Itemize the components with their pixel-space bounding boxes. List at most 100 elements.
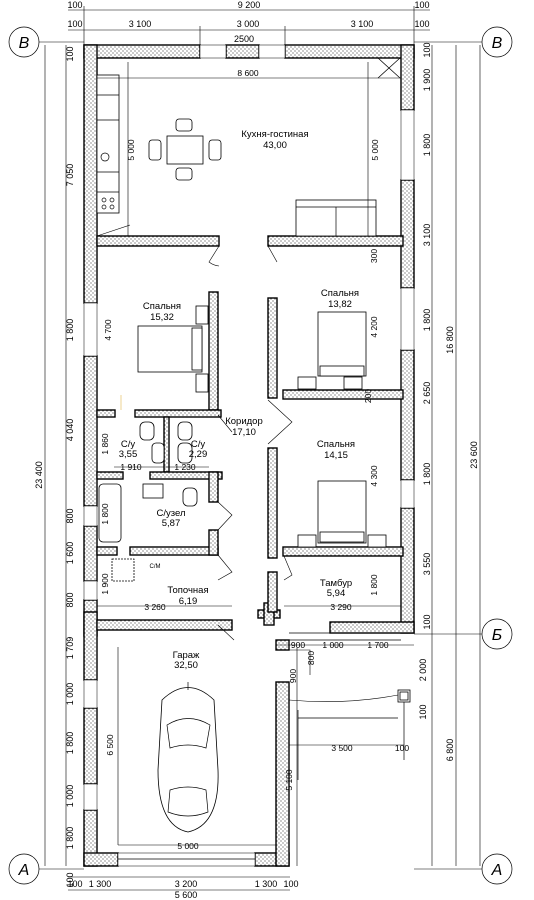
windows (83, 44, 415, 867)
room-wc1-name: С/у (121, 439, 136, 450)
dim-right-r3: 3 100 (422, 224, 432, 247)
dim-right-r8: 100 (422, 614, 432, 629)
dim-kitchen-right: 5 000 (370, 139, 380, 161)
dim-top-seg3: 3 100 (351, 19, 374, 29)
dim-right-total-all: 23 600 (469, 441, 479, 469)
axis-label-bottom-left: А (18, 862, 30, 879)
room-bedroom3-area: 14,15 (324, 450, 348, 461)
dim-bottom-edge-right: 100 (283, 879, 298, 889)
room-wc1-area: 3,55 (119, 449, 138, 460)
door-swings (96, 224, 399, 719)
room-bathroom-name: С/узел (156, 508, 185, 519)
dim-gap-200: 200 (363, 389, 373, 403)
inner-dimensions: 8 600 5 000 5 000 300 4 700 4 200 200 4 … (100, 68, 409, 851)
dim-right-r10: 100 (418, 704, 428, 719)
dim-left-total: 23 400 (34, 461, 44, 489)
dim-right-r7: 3 550 (422, 553, 432, 576)
axis-label-bottom-right: А (491, 862, 503, 879)
axis-markers: В В Б А А (8, 26, 513, 885)
kitchen-furniture (96, 57, 401, 237)
dim-left-s8: 1 000 (65, 683, 75, 706)
room-vestibule-name: Тамбур (320, 578, 352, 589)
axis-label-top-left: В (19, 35, 30, 52)
dim-gap-300: 300 (369, 249, 379, 263)
axis-label-top-right: В (492, 35, 503, 52)
dim-garage-right: 5 100 (284, 769, 294, 791)
dim-porch-900b: 900 (288, 669, 298, 683)
room-wc2-area: 2,29 (189, 449, 208, 460)
beds (137, 305, 387, 548)
dim-left-s11: 1 800 (65, 827, 75, 850)
dim-left-s9: 1 800 (65, 732, 75, 755)
room-corridor-name: Коридор (225, 416, 263, 427)
dim-left-s5: 1 600 (65, 542, 75, 565)
left-dimensions: 100 7 050 1 800 4 040 800 1 600 800 1 70… (34, 46, 75, 887)
bottom-dimensions: 100 1 300 3 200 1 300 100 5 600 (67, 879, 298, 900)
dim-bath-height: 1 800 (100, 503, 110, 525)
dim-bedroom2-height: 4 200 (369, 316, 379, 338)
dim-right-r9: 2 000 (418, 659, 428, 682)
room-kitchen-area: 43,00 (263, 140, 287, 151)
dim-bottom-seg2: 3 200 (175, 879, 198, 889)
axis-label-mid-right: Б (492, 627, 502, 644)
dim-bedroom3-height: 4 300 (369, 465, 379, 487)
dim-left-s1: 7 050 (65, 164, 75, 187)
room-bedroom2-area: 13,82 (328, 299, 352, 310)
dim-kitchen-left: 5 000 (126, 139, 136, 161)
dim-top-edge-left-2: 100 (67, 19, 82, 29)
dim-porch-1000: 1 000 (322, 640, 344, 650)
dim-boiler-height: 1 900 (100, 573, 110, 595)
dim-right-r1: 1 900 (422, 69, 432, 92)
dim-left-s3: 4 040 (65, 419, 75, 442)
dim-bottom-edge-left: 100 (67, 879, 82, 889)
dim-porch-900a: 900 (291, 640, 305, 650)
dim-right-total-lower: 6 800 (445, 739, 455, 762)
dim-top-total: 9 200 (238, 0, 261, 10)
dim-top-seg2: 3 000 (237, 19, 260, 29)
room-boiler-name: Топочная (167, 585, 208, 596)
bathroom-fixtures (98, 421, 198, 582)
room-garage-area: 32,50 (174, 660, 198, 671)
dim-left-s7: 1 709 (65, 637, 75, 660)
room-wc2-name: С/у (191, 439, 206, 450)
dim-right-top-edge: 100 (422, 42, 432, 57)
top-dimensions: 9 200 100 100 3 100 3 000 3 100 100 100 … (67, 0, 429, 44)
dim-right-r4: 1 800 (422, 309, 432, 332)
dim-right-r2: 1 800 (422, 134, 432, 157)
room-kitchen-name: Кухня-гостиная (241, 129, 308, 140)
dim-garage-height: 6 500 (105, 734, 115, 756)
boiler-appliance-tag: С/М (150, 564, 161, 570)
room-corridor-area: 17,10 (232, 427, 256, 438)
interior-walls (96, 235, 404, 651)
dim-bottom-seg1: 1 300 (89, 879, 112, 889)
dim-porch-3500: 3 500 (331, 743, 353, 753)
dim-left-bottom-edge: 100 (65, 872, 75, 887)
dim-garage-width: 5 000 (177, 841, 199, 851)
dim-bedroom1-height: 4 700 (103, 319, 113, 341)
dim-wc1-height: 1 860 (100, 433, 110, 455)
dim-top-seg1: 3 100 (129, 19, 152, 29)
dim-wc-width-1: 1 910 (120, 462, 142, 472)
dim-right-total-upper: 16 800 (445, 326, 455, 354)
room-vestibule-area: 5,94 (327, 588, 346, 599)
dimension-lines (44, 6, 481, 891)
dim-right-r6: 1 800 (422, 463, 432, 486)
room-bedroom2-name: Спальня (321, 288, 359, 299)
dim-top-edge-right: 100 (414, 0, 429, 10)
dim-top-edge-left: 100 (67, 0, 82, 10)
dim-left-s4: 800 (65, 508, 75, 523)
dim-vestibule-height: 1 800 (369, 574, 379, 596)
dim-boiler-width: 3 260 (144, 602, 166, 612)
room-garage-name: Гараж (173, 650, 200, 661)
room-labels: Кухня-гостиная 43,00 Спальня 15,32 Спаль… (119, 129, 359, 671)
dim-left-s2: 1 800 (65, 319, 75, 342)
dim-vestibule-width: 3 290 (330, 602, 352, 612)
dim-kitchen-width: 8 600 (237, 68, 259, 78)
room-boiler-area: 6,19 (179, 596, 198, 607)
right-dimensions: 100 1 900 1 800 3 100 1 800 2 650 1 800 … (418, 42, 479, 761)
dim-top-edge-right-2: 100 (414, 19, 429, 29)
dim-top-opening: 2500 (234, 34, 254, 44)
dim-bottom-total: 5 600 (175, 890, 198, 900)
dim-wc-width-2: 1 230 (174, 462, 196, 472)
